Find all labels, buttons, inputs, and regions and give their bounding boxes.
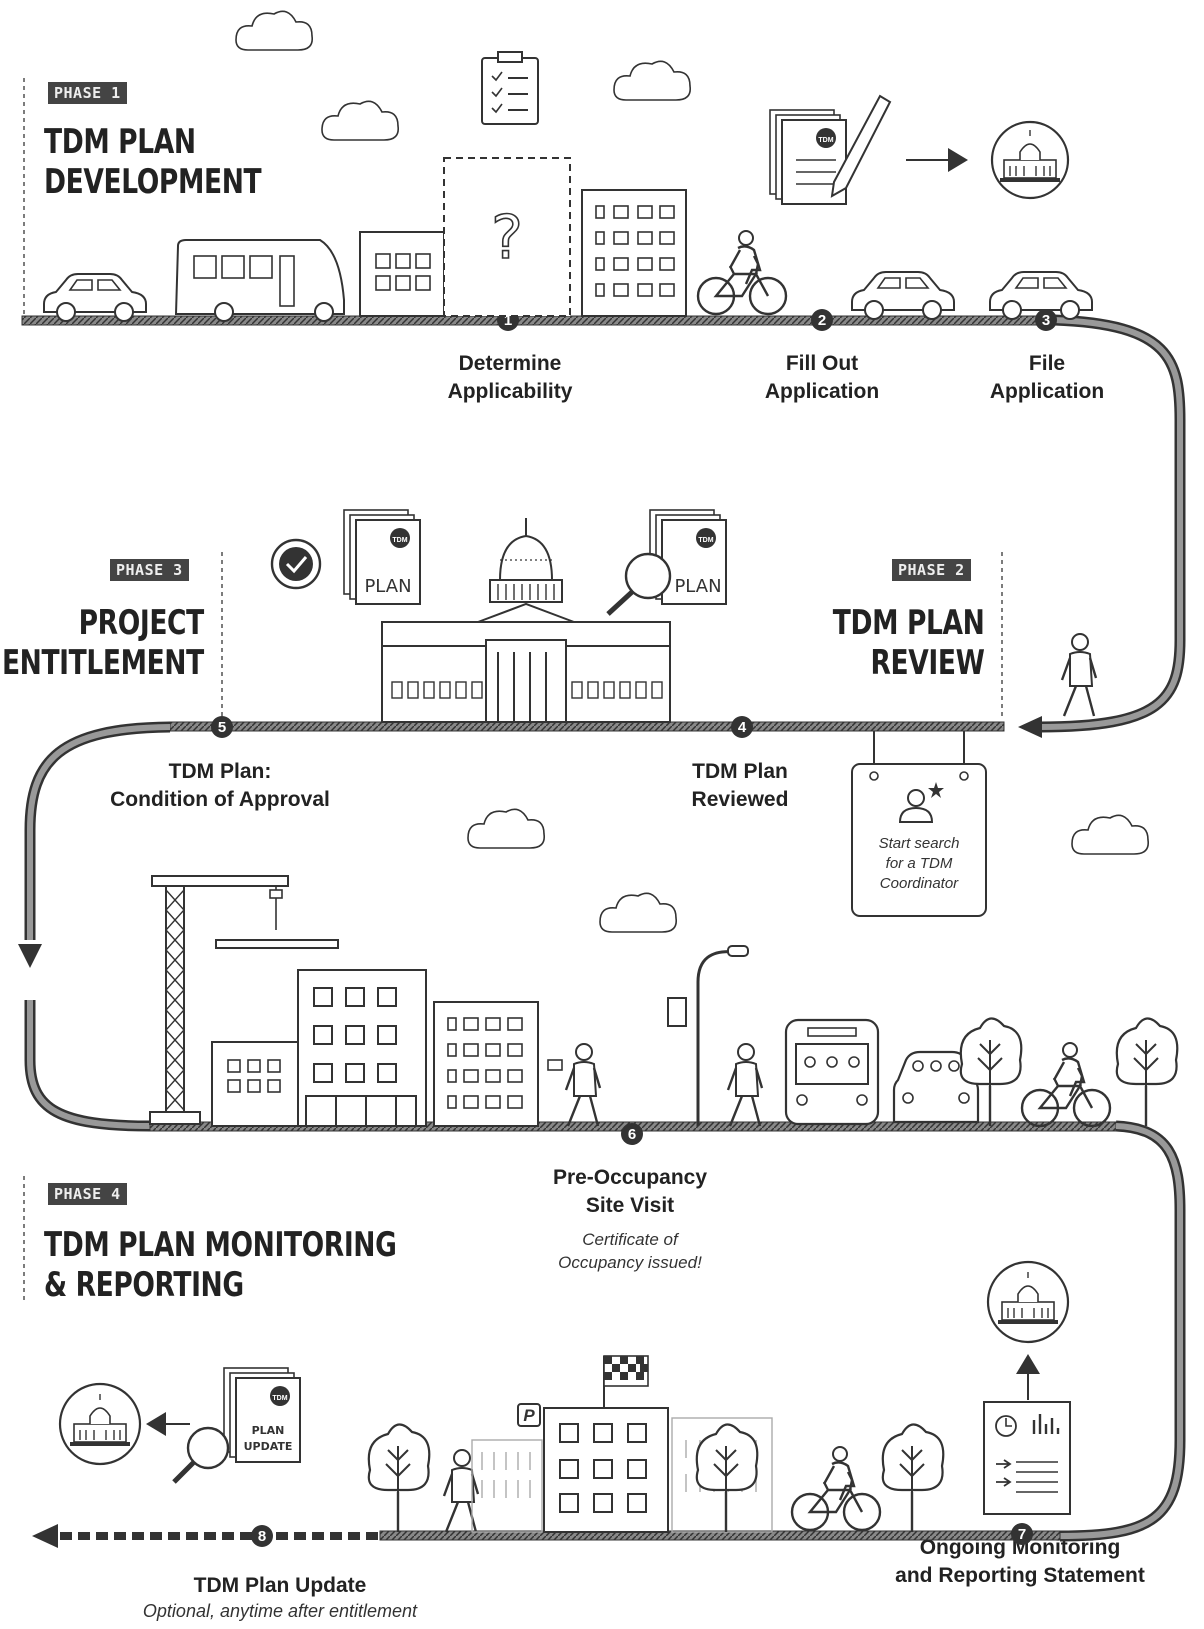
shuttle-bus-icon [174, 239, 345, 322]
building-icon [211, 1041, 299, 1127]
report-document-icon [983, 1401, 1071, 1515]
capitol-building-icon [381, 518, 671, 723]
building-icon [297, 969, 427, 1127]
svg-text:?: ? [491, 203, 523, 273]
city-hall-icon [990, 120, 1070, 200]
city-hall-icon [58, 1382, 142, 1466]
building-icon [359, 231, 445, 317]
cloud-icon [613, 60, 692, 101]
step-5-marker: 5 [218, 719, 226, 736]
inspector-icon [547, 1042, 602, 1128]
step-8-marker: 8 [258, 1528, 266, 1545]
pedestrian-icon [726, 1042, 764, 1128]
svg-text:UPDATE: UPDATE [244, 1440, 293, 1453]
construction-crane-icon [149, 875, 339, 1125]
tree-icon [367, 1423, 431, 1534]
coordinator-sign-text: Start search for a TDM Coordinator [878, 835, 960, 892]
review-plan-document-icon: TDM PLAN [606, 509, 727, 616]
cyclist-icon [1020, 1041, 1112, 1128]
svg-text:P: P [523, 1406, 535, 1425]
approved-badge-icon [270, 538, 322, 590]
svg-text:TDM: TDM [818, 137, 833, 144]
step-3-marker: 3 [1042, 312, 1050, 329]
step-8-note: Optional, anytime after entitlement [142, 1601, 418, 1621]
step-6-marker: 6 [628, 1126, 636, 1143]
cloud-icon [235, 10, 314, 51]
cyclist-icon [696, 229, 788, 316]
phase-1-title: TDM PLAN DEVELOPMENT [44, 122, 262, 202]
svg-text:TDM: TDM [272, 1395, 287, 1402]
svg-text:PLAN: PLAN [364, 576, 411, 597]
cloud-icon [467, 808, 546, 849]
cloud-icon [321, 100, 400, 141]
phase-2-title: TDM PLAN REVIEW [832, 603, 984, 683]
plan-update-document-icon: TDM PLAN UPDATE [172, 1367, 301, 1484]
building-icon [433, 1001, 539, 1127]
person-search-icon [898, 782, 944, 823]
phase-2-badge: PHASE 2 [892, 559, 971, 581]
bus-icon [784, 1018, 880, 1126]
tree-icon [881, 1423, 945, 1534]
svg-text:TDM: TDM [698, 537, 713, 544]
car-icon [43, 273, 147, 322]
step-7-marker: 7 [1018, 1526, 1026, 1543]
building-icon [581, 189, 687, 317]
svg-text:PLAN: PLAN [674, 576, 721, 597]
approved-plan-document-icon: TDM PLAN [343, 509, 421, 605]
question-building-icon: ? [443, 157, 571, 317]
application-document-icon: TDM [769, 94, 892, 205]
car-icon [851, 271, 955, 320]
faded-building-icon [471, 1439, 543, 1533]
pedestrian-icon [442, 1448, 480, 1534]
phase-3-badge: PHASE 3 [110, 559, 189, 581]
street-lamp-icon [667, 945, 749, 1126]
step-2-marker: 2 [818, 312, 826, 329]
step-1-marker: 1 [504, 312, 512, 329]
city-hall-icon [986, 1260, 1070, 1344]
step-8-label: TDM Plan Update [193, 1574, 367, 1597]
step-4-marker: 4 [738, 719, 747, 736]
tree-icon [695, 1423, 759, 1534]
cyclist-icon [790, 1445, 882, 1532]
phase-1-badge: PHASE 1 [48, 82, 127, 104]
phase-4-title: TDM PLAN MONITORING & REPORTING [44, 1225, 397, 1305]
step-5-label: TDM Plan:Condition of Approval [110, 760, 330, 811]
svg-text:TDM: TDM [392, 537, 407, 544]
coordinator-sign [851, 731, 987, 917]
pedestrian-icon [1060, 632, 1098, 718]
clipboard-checklist-icon [481, 51, 539, 125]
cloud-icon [1071, 814, 1150, 855]
svg-text:PLAN: PLAN [252, 1424, 285, 1437]
parking-sign-icon: P [517, 1403, 541, 1427]
phase-3-title: PROJECT ENTITLEMENT [2, 603, 204, 683]
tree-icon [1115, 1017, 1179, 1128]
phase-4-badge: PHASE 4 [48, 1183, 127, 1205]
destination-building-icon: P [517, 1355, 669, 1533]
cloud-icon [599, 892, 678, 933]
